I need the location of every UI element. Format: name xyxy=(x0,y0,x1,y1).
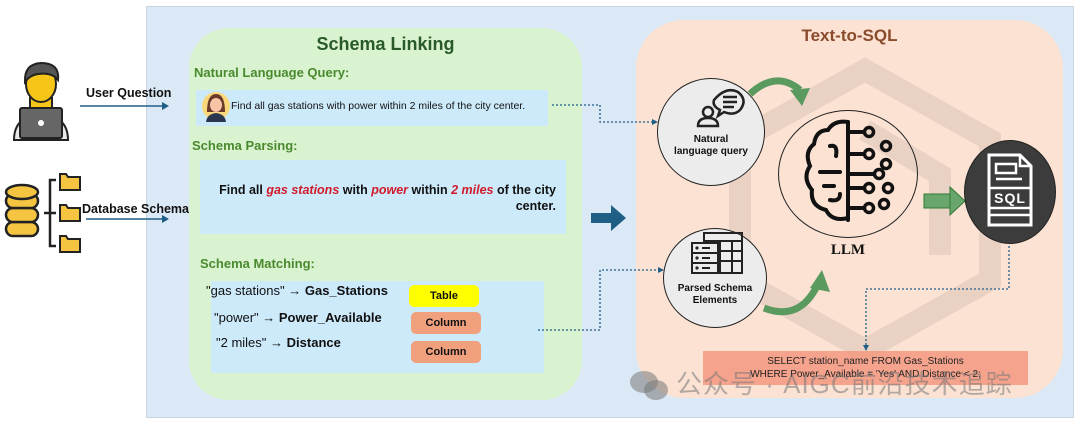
user-laptop-icon xyxy=(12,61,70,141)
speech-person-icon xyxy=(696,89,745,128)
mapping-target: Gas_Stations xyxy=(304,283,388,298)
mapping-target: Power_Available xyxy=(278,310,382,325)
parsing-segment: with xyxy=(339,183,372,197)
nlq-box xyxy=(196,90,548,126)
mapping-row: "2 miles" → Distance xyxy=(216,335,341,350)
watermark-text: 公众号 · AIGC前沿技术追踪 xyxy=(676,369,1013,399)
parsing-text: Find all gas stations with power within … xyxy=(200,182,556,214)
sql-node xyxy=(964,140,1056,244)
llm-label: LLM xyxy=(830,242,866,258)
matching-section-label: Schema Matching: xyxy=(200,256,315,271)
parsing-segment: of the city xyxy=(493,183,556,197)
sql-icon-text: SQL xyxy=(994,190,1026,206)
mapping-arrow-icon: → xyxy=(270,335,284,350)
sql-output-text: SELECT station_name FROM Gas_Stations WH… xyxy=(703,355,1028,381)
nlq-node xyxy=(657,78,765,186)
schema-node-label-line2: Elements xyxy=(692,295,738,306)
matching-box xyxy=(211,281,544,373)
tag-column: Column xyxy=(411,312,481,334)
mapping-phrase: "power" xyxy=(214,310,259,325)
parsing-section-label: Schema Parsing: xyxy=(192,138,298,153)
mapping-arrow-icon: → xyxy=(288,283,302,298)
nlq-node-label-line2: language query xyxy=(674,146,748,157)
parsing-segment: within xyxy=(408,183,452,197)
database-schema-arrow xyxy=(86,215,169,223)
schema-linking-title: Schema Linking xyxy=(316,34,455,54)
mapping-phrase: "gas stations" xyxy=(206,283,285,298)
nlq-text: Find all gas stations with power within … xyxy=(231,100,526,112)
database-schema-label: Database Schema xyxy=(82,202,190,216)
parsing-segment: Find all xyxy=(219,183,267,197)
tag-table: Table xyxy=(409,285,479,307)
database-schema-icon xyxy=(4,173,81,253)
wechat-icon xyxy=(630,371,668,400)
nlq-node-label: Natural language query xyxy=(657,134,765,158)
mapping-phrase: "2 miles" xyxy=(216,335,267,350)
parsing-line-2: center. xyxy=(515,199,556,213)
schema-table-icon xyxy=(691,232,743,274)
woman-avatar-icon xyxy=(202,92,230,122)
brain-circuit-icon xyxy=(804,119,895,222)
green-flow-arrow-icon xyxy=(923,186,966,216)
mapping-row: "gas stations" → Gas_Stations xyxy=(206,283,388,298)
green-curved-arrow-top xyxy=(747,77,810,106)
tag-column: Column xyxy=(411,341,481,363)
mapping-target: Distance xyxy=(286,335,341,350)
mapping-arrow-icon: → xyxy=(262,310,276,325)
parsing-highlight: 2 miles xyxy=(451,183,494,197)
sql-line-1: SELECT station_name FROM Gas_Stations xyxy=(767,356,964,367)
sql-file-icon xyxy=(987,153,1033,227)
green-curved-arrow-bottom xyxy=(762,270,830,316)
user-question-arrow xyxy=(80,102,169,110)
parsing-box xyxy=(200,160,566,234)
parsing-highlight: power xyxy=(371,183,409,197)
schema-node-label-line1: Parsed Schema xyxy=(677,283,753,294)
sql-output-box xyxy=(703,351,1028,385)
sql-line-2: WHERE Power_Available = 'Yes' AND Distan… xyxy=(750,369,981,380)
schema-node-label: Parsed Schema Elements xyxy=(663,283,767,307)
parsing-line-1: Find all gas stations with power within … xyxy=(200,182,556,198)
user-question-label: User Question xyxy=(86,86,172,100)
parsing-highlight: gas stations xyxy=(266,183,340,197)
mapping-row: "power" → Power_Available xyxy=(214,310,382,325)
nlq-node-label-line1: Natural xyxy=(693,134,729,145)
llm-node xyxy=(778,110,918,238)
text-to-sql-title: Text-to-SQL xyxy=(801,26,898,45)
nlq-section-label: Natural Language Query: xyxy=(194,65,350,80)
